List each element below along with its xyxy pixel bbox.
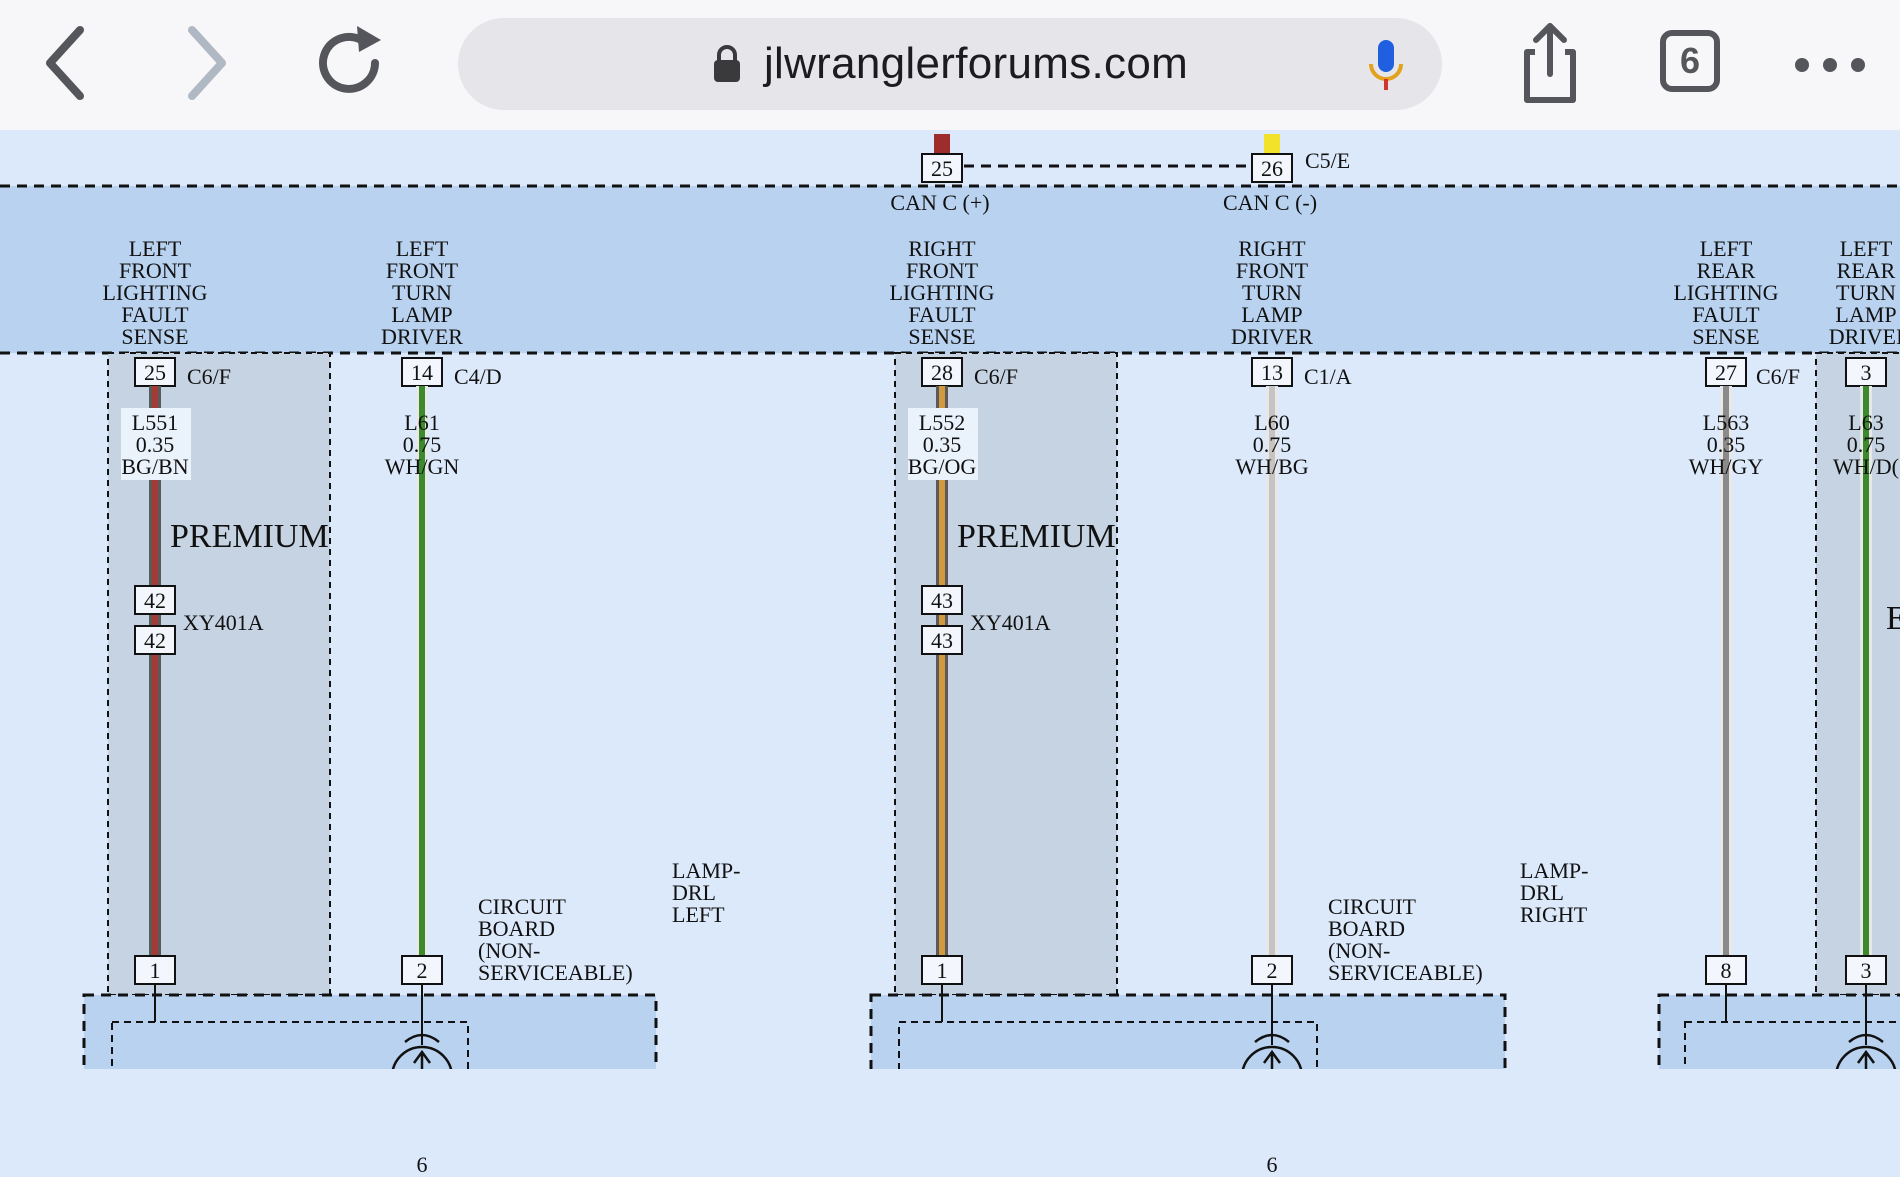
pin-bottom: 3 (1860, 958, 1872, 983)
pin-top: 14 (411, 360, 433, 385)
pin-ground: 6 (416, 1152, 428, 1177)
url-text: jlwranglerforums.com (763, 39, 1189, 88)
lock-icon (713, 45, 740, 82)
pin-can-minus: 26 (1261, 156, 1283, 181)
connector-id: C1/A (1304, 364, 1352, 389)
chevron-right-icon (188, 26, 226, 100)
forward-button[interactable] (160, 18, 250, 108)
pin-top: 28 (931, 360, 953, 385)
can-minus-label: CAN C (-) (1222, 190, 1318, 215)
premium-label: PREMIUM (957, 518, 1116, 555)
back-button[interactable] (22, 18, 112, 108)
splice-pin: 42 (144, 628, 166, 653)
connector-c5e: C5/E (1305, 148, 1351, 173)
pin-top: 27 (1715, 360, 1737, 385)
pin-top: 3 (1860, 360, 1872, 385)
connector-id: C6/F (1756, 364, 1801, 389)
share-button[interactable] (1505, 18, 1595, 108)
premium-label: PREMIUM (170, 518, 329, 555)
partial-label: E (1886, 600, 1900, 637)
chevron-left-icon (46, 26, 84, 100)
connector-id: C4/D (454, 364, 502, 389)
share-icon (1524, 23, 1576, 103)
diagram-graphics (0, 134, 1900, 1069)
pin-ground: 6 (1266, 1152, 1278, 1177)
splice-connector: XY401A (183, 610, 264, 635)
pin-top: 25 (144, 360, 166, 385)
reload-icon (319, 26, 381, 93)
pin-bottom: 2 (416, 958, 428, 983)
can-plus-label: CAN C (+) (890, 190, 990, 215)
connector-id: C6/F (187, 364, 232, 389)
microphone-icon[interactable] (1366, 38, 1406, 94)
pin-top: 13 (1261, 360, 1283, 385)
splice-pin: 42 (144, 588, 166, 613)
more-icon[interactable] (1790, 40, 1870, 90)
pin-bottom: 2 (1266, 958, 1278, 983)
splice-pin: 43 (931, 628, 953, 653)
connector-id: C6/F (974, 364, 1019, 389)
pin-bottom: 8 (1720, 958, 1732, 983)
pin-can-plus: 25 (931, 156, 953, 181)
address-bar[interactable]: jlwranglerforums.com (458, 18, 1442, 110)
pin-bottom: 1 (936, 958, 948, 983)
tabs-button[interactable]: 6 (1660, 30, 1720, 92)
reload-button[interactable] (305, 18, 395, 108)
browser-toolbar: jlwranglerforums.com 6 (0, 0, 1900, 130)
splice-pin: 43 (931, 588, 953, 613)
pin-bottom: 1 (149, 958, 161, 983)
splice-connector: XY401A (970, 610, 1051, 635)
